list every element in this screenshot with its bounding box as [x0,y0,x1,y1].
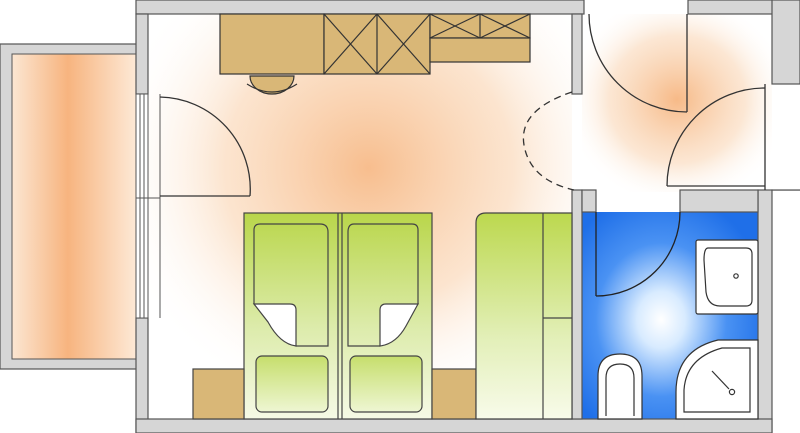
nightstand-left [192,368,245,420]
sofa-bed-icon [475,212,573,420]
pillow-icon [349,355,423,413]
shower-tray-icon [675,339,759,420]
door-swing-icon [595,211,681,297]
chair-icon [246,75,298,95]
wardrobe-icon [219,13,531,75]
pillow-icon [255,355,329,413]
door-swing-icon [666,84,766,190]
hallway-floor [582,14,772,192]
bed-icon [243,212,433,420]
door-swing-icon [159,96,251,197]
door-swing-icon [522,91,575,191]
sink-icon [695,239,759,315]
door-swing-icon [588,13,688,113]
balcony [0,43,139,370]
balcony-window [135,93,161,319]
nightstand-right [431,368,477,420]
toilet-icon [597,353,643,420]
